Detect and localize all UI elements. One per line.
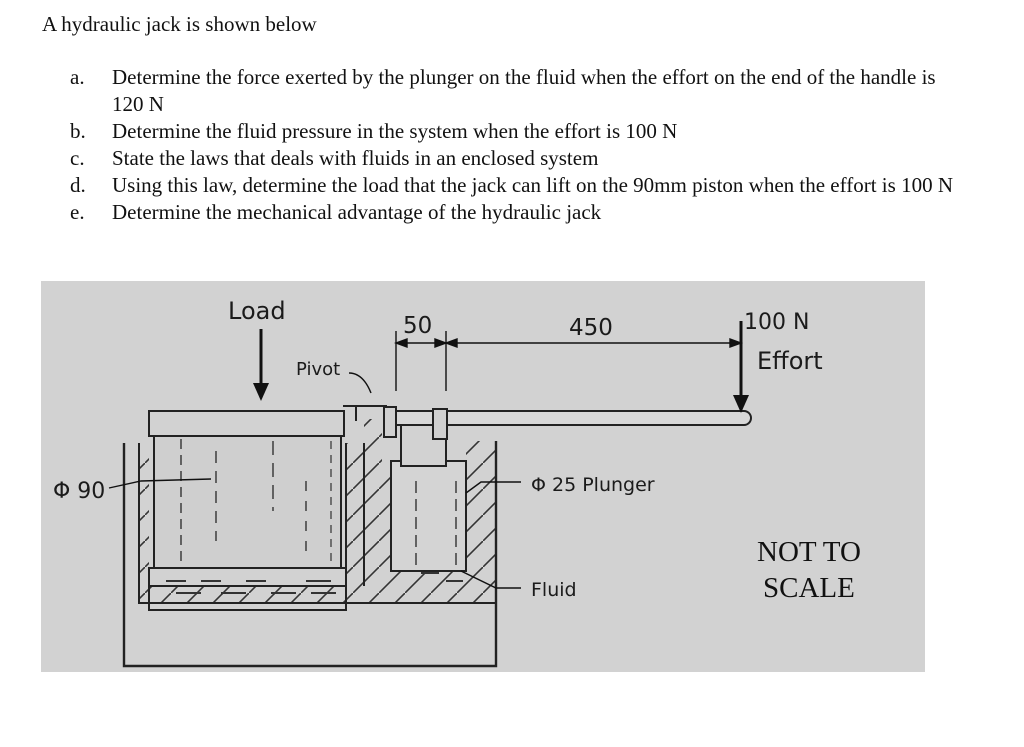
fluid-label: Fluid [531,579,577,601]
effort-label: Effort [757,347,823,375]
effort-force-label: 100 N [744,310,809,335]
question-text: State the laws that deals with fluids in… [112,146,599,170]
question-letter: a. [70,65,85,89]
ram-cylinder [148,410,347,611]
question-letter: b. [70,119,86,143]
question-a: a. Determine the force exerted by the pl… [70,64,970,118]
hydraulic-jack-diagram: Load Pivot 50 450 100 N Effort Φ 90 Φ 25… [53,297,861,668]
question-b: b. Determine the fluid pressure in the s… [70,118,970,145]
plunger [390,410,467,572]
page-heading: A hydraulic jack is shown below [42,12,317,36]
plunger-label: Φ 25 Plunger [531,474,655,496]
not-to-scale-line-1: NOT TO [757,536,861,568]
dimension-450-label: 450 [569,315,613,341]
not-to-scale-line-2: SCALE [763,572,855,604]
question-letter: d. [70,173,86,197]
load-label: Load [228,297,286,325]
question-e: e. Determine the mechanical advantage of… [70,199,970,226]
question-text: Determine the mechanical advantage of th… [112,200,602,224]
question-c: c. State the laws that deals with fluids… [70,145,970,172]
leader-lines [108,372,521,589]
load-arrow [253,329,269,401]
question-letter: e. [70,200,85,224]
pivot-label: Pivot [296,359,340,380]
dimension-50-label: 50 [403,313,432,339]
lever-handle [343,405,752,440]
hydraulic-jack-figure: Load Pivot 50 450 100 N Effort Φ 90 Φ 25… [41,281,925,672]
question-text: Using this law, determine the load that … [112,173,953,197]
question-text: Determine the force exerted by the plung… [112,65,936,116]
question-letter: c. [70,146,85,170]
question-text: Determine the fluid pressure in the syst… [112,119,678,143]
diameter-90-label: Φ 90 [53,479,105,504]
dimension-lines [393,331,744,391]
question-d: d. Using this law, determine the load th… [70,172,970,199]
question-list: a. Determine the force exerted by the pl… [70,64,970,226]
